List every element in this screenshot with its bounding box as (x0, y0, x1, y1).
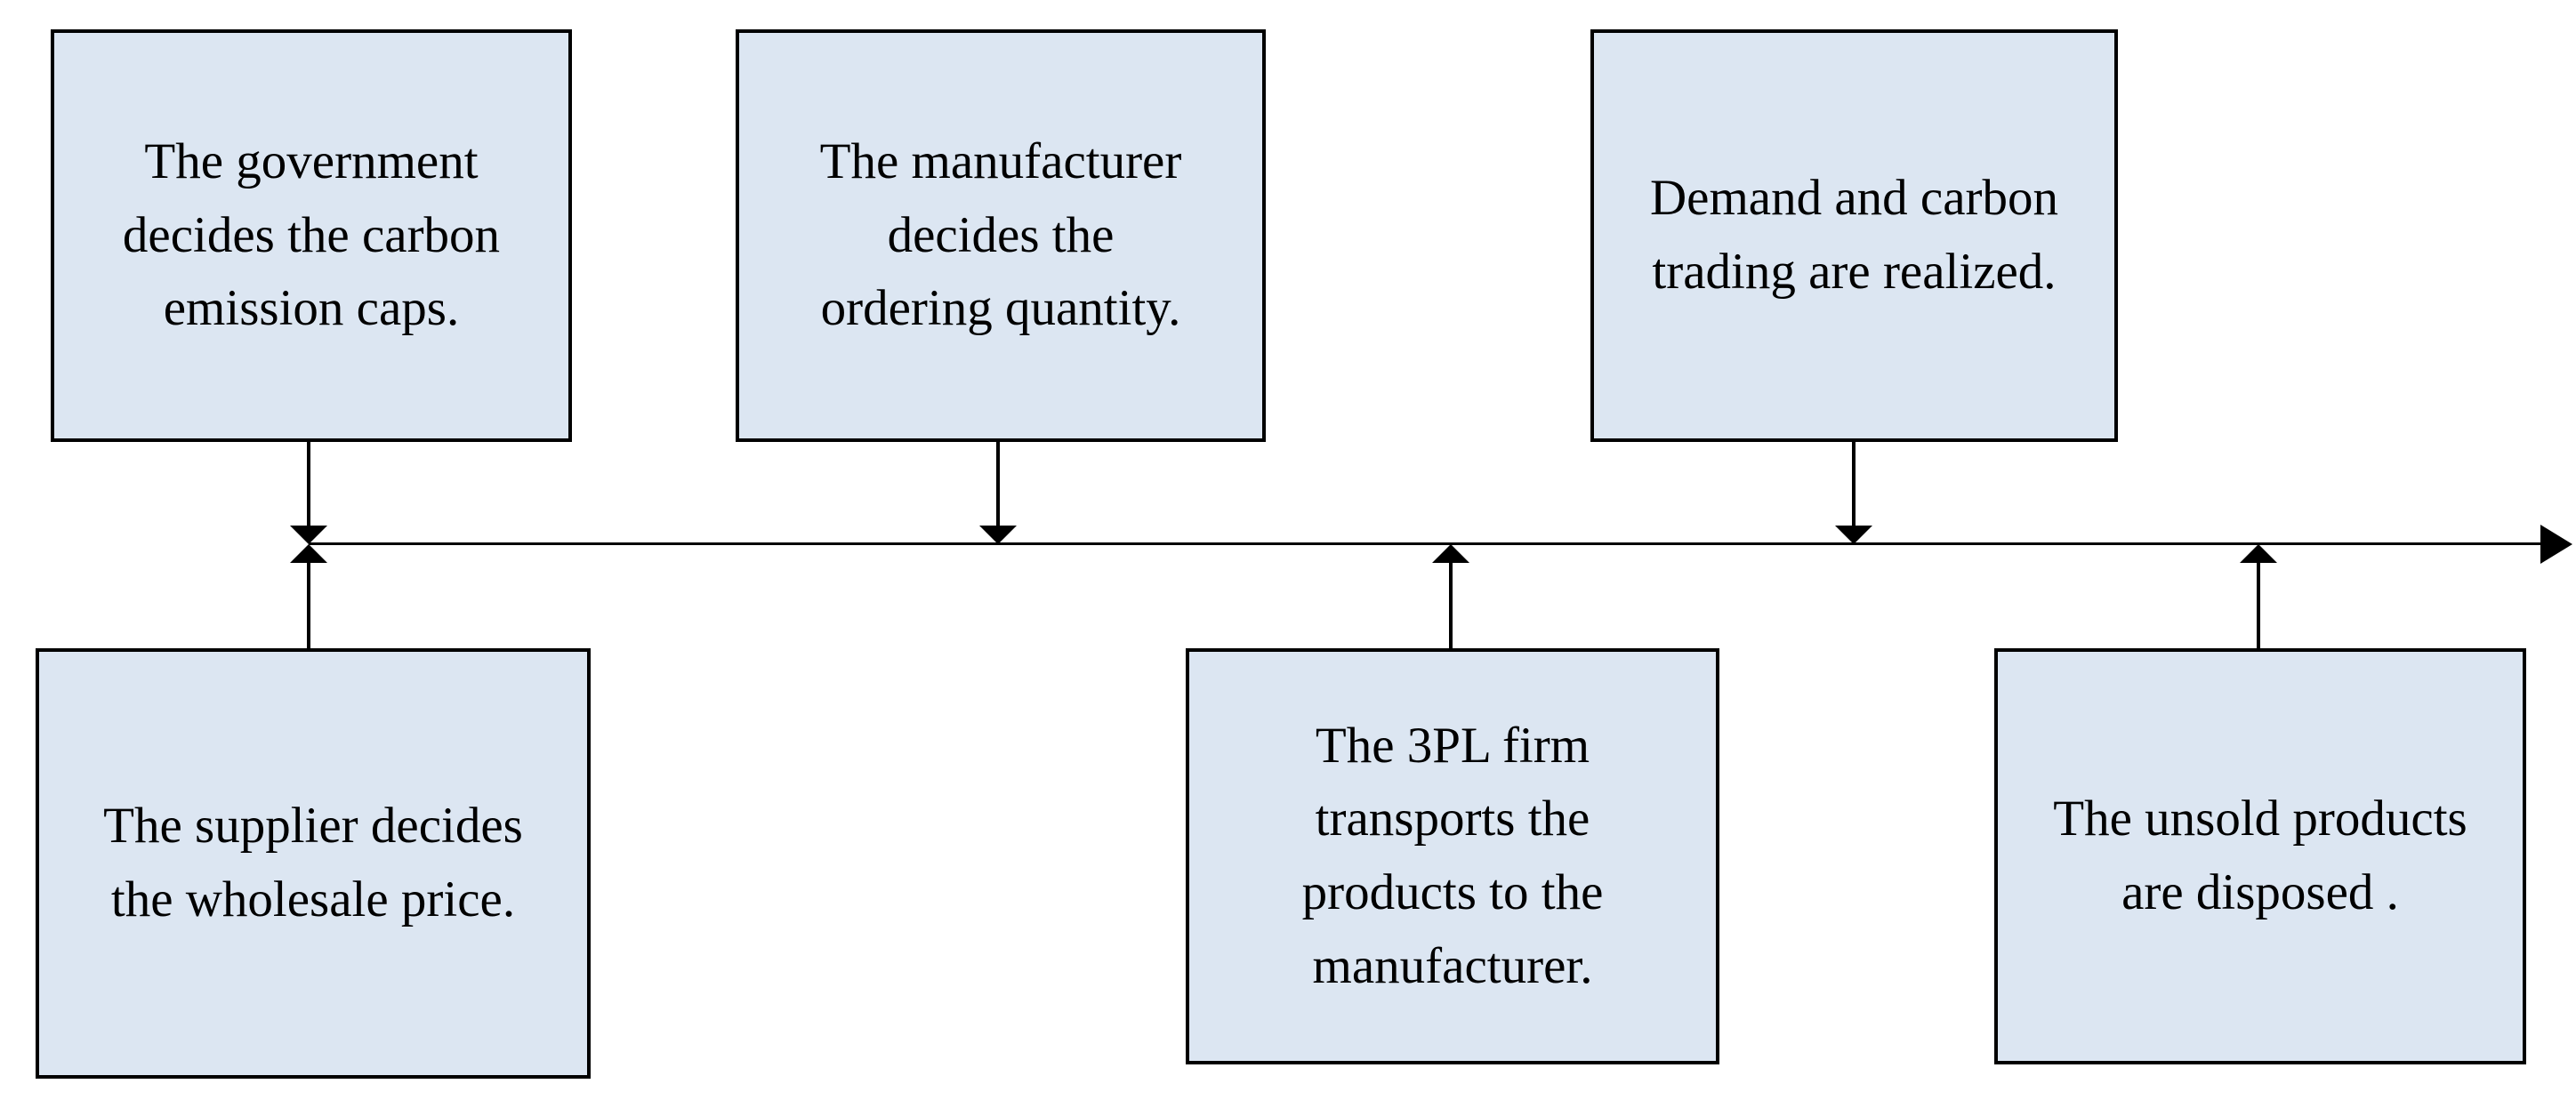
connector-manufacturer-arrow-down-icon (979, 526, 1017, 544)
box-text-line: The manufacturer (819, 133, 1182, 190)
connector-unsold-line (2257, 563, 2260, 648)
connector-government-line (307, 442, 310, 526)
box-unsold-disposed-text: The unsold products are disposed . (2053, 783, 2467, 929)
box-demand-carbon-trading-text: Demand and carbon trading are realized. (1650, 162, 2058, 309)
box-text-line: manufacturer. (1312, 937, 1593, 994)
box-government-caps: The government decides the carbon emissi… (51, 29, 572, 442)
connector-government-arrow-down-icon (290, 526, 327, 544)
box-manufacturer-order: The manufacturer decides the ordering qu… (736, 29, 1266, 442)
box-text-line: ordering quantity. (820, 280, 1181, 337)
box-text-line: products to the (1301, 864, 1604, 920)
box-text-line: decides the carbon (122, 206, 501, 263)
box-3pl-transport-text: The 3PL firm transports the products to … (1302, 710, 1604, 1004)
connector-demand-arrow-down-icon (1835, 526, 1872, 544)
box-text-line: the wholesale price. (110, 871, 516, 927)
box-demand-carbon-trading: Demand and carbon trading are realized. (1590, 29, 2118, 442)
box-text-line: Demand and carbon (1650, 170, 2058, 227)
box-text-line: trading are realized. (1652, 244, 2057, 300)
box-text-line: The 3PL firm (1315, 717, 1590, 774)
box-text-line: emission caps. (163, 280, 460, 337)
connector-unsold-arrow-up-icon (2240, 544, 2277, 563)
box-text-line: The unsold products (2053, 791, 2467, 847)
box-3pl-transport: The 3PL firm transports the products to … (1186, 648, 1719, 1064)
connector-demand-line (1852, 442, 1856, 526)
box-supplier-wholesale-text: The supplier decides the wholesale price… (103, 790, 523, 936)
connector-manufacturer-line (996, 442, 1000, 526)
box-unsold-disposed: The unsold products are disposed . (1994, 648, 2526, 1064)
timeline-arrowhead-icon (2540, 525, 2572, 564)
box-text-line: are disposed . (2121, 864, 2399, 920)
box-manufacturer-order-text: The manufacturer decides the ordering qu… (820, 125, 1182, 346)
timeline-axis (309, 542, 2543, 545)
box-government-caps-text: The government decides the carbon emissi… (123, 125, 500, 346)
box-text-line: transports the (1315, 791, 1590, 847)
box-text-line: decides the (887, 206, 1115, 263)
connector-supplier-line (307, 563, 310, 648)
connector-3pl-line (1449, 563, 1453, 648)
connector-3pl-arrow-up-icon (1432, 544, 1469, 563)
box-supplier-wholesale: The supplier decides the wholesale price… (36, 648, 591, 1079)
box-text-line: The government (144, 133, 479, 190)
connector-supplier-arrow-up-icon (290, 544, 327, 563)
box-text-line: The supplier decides (103, 798, 523, 855)
